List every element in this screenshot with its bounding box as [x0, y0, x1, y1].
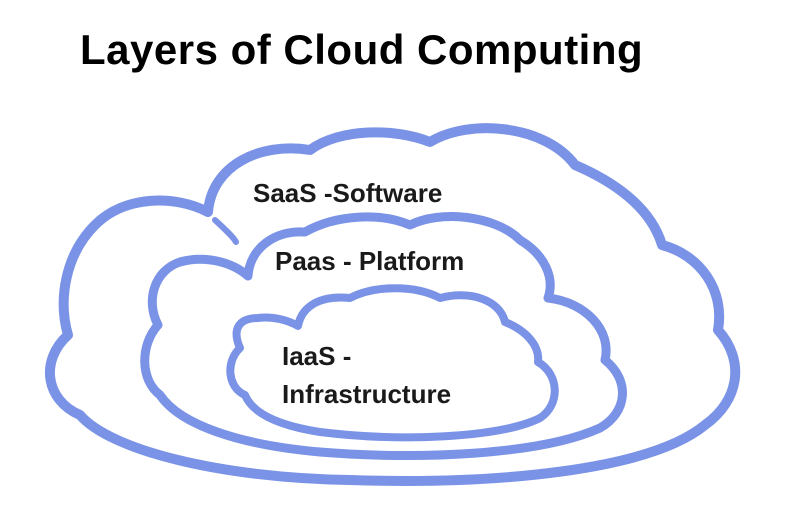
cloud-paas-outline — [140, 212, 627, 460]
layer-paas-label: Paas - Platform — [275, 246, 464, 276]
cloud-iaas: IaaS - Infrastructure — [226, 284, 559, 442]
diagram-title: Layers of Cloud Computing — [80, 26, 644, 73]
cloud-saas: SaaS -Software — [44, 123, 741, 486]
layer-iaas-label-line1: IaaS - — [282, 341, 351, 371]
cloud-saas-inner-curl — [212, 217, 239, 245]
cloud-saas-outline — [44, 123, 741, 486]
layer-iaas-label-line2: Infrastructure — [282, 379, 451, 409]
cloud-paas: Paas - Platform — [140, 212, 627, 460]
cloud-iaas-outline — [226, 284, 559, 442]
layer-saas-label: SaaS -Software — [253, 178, 442, 208]
